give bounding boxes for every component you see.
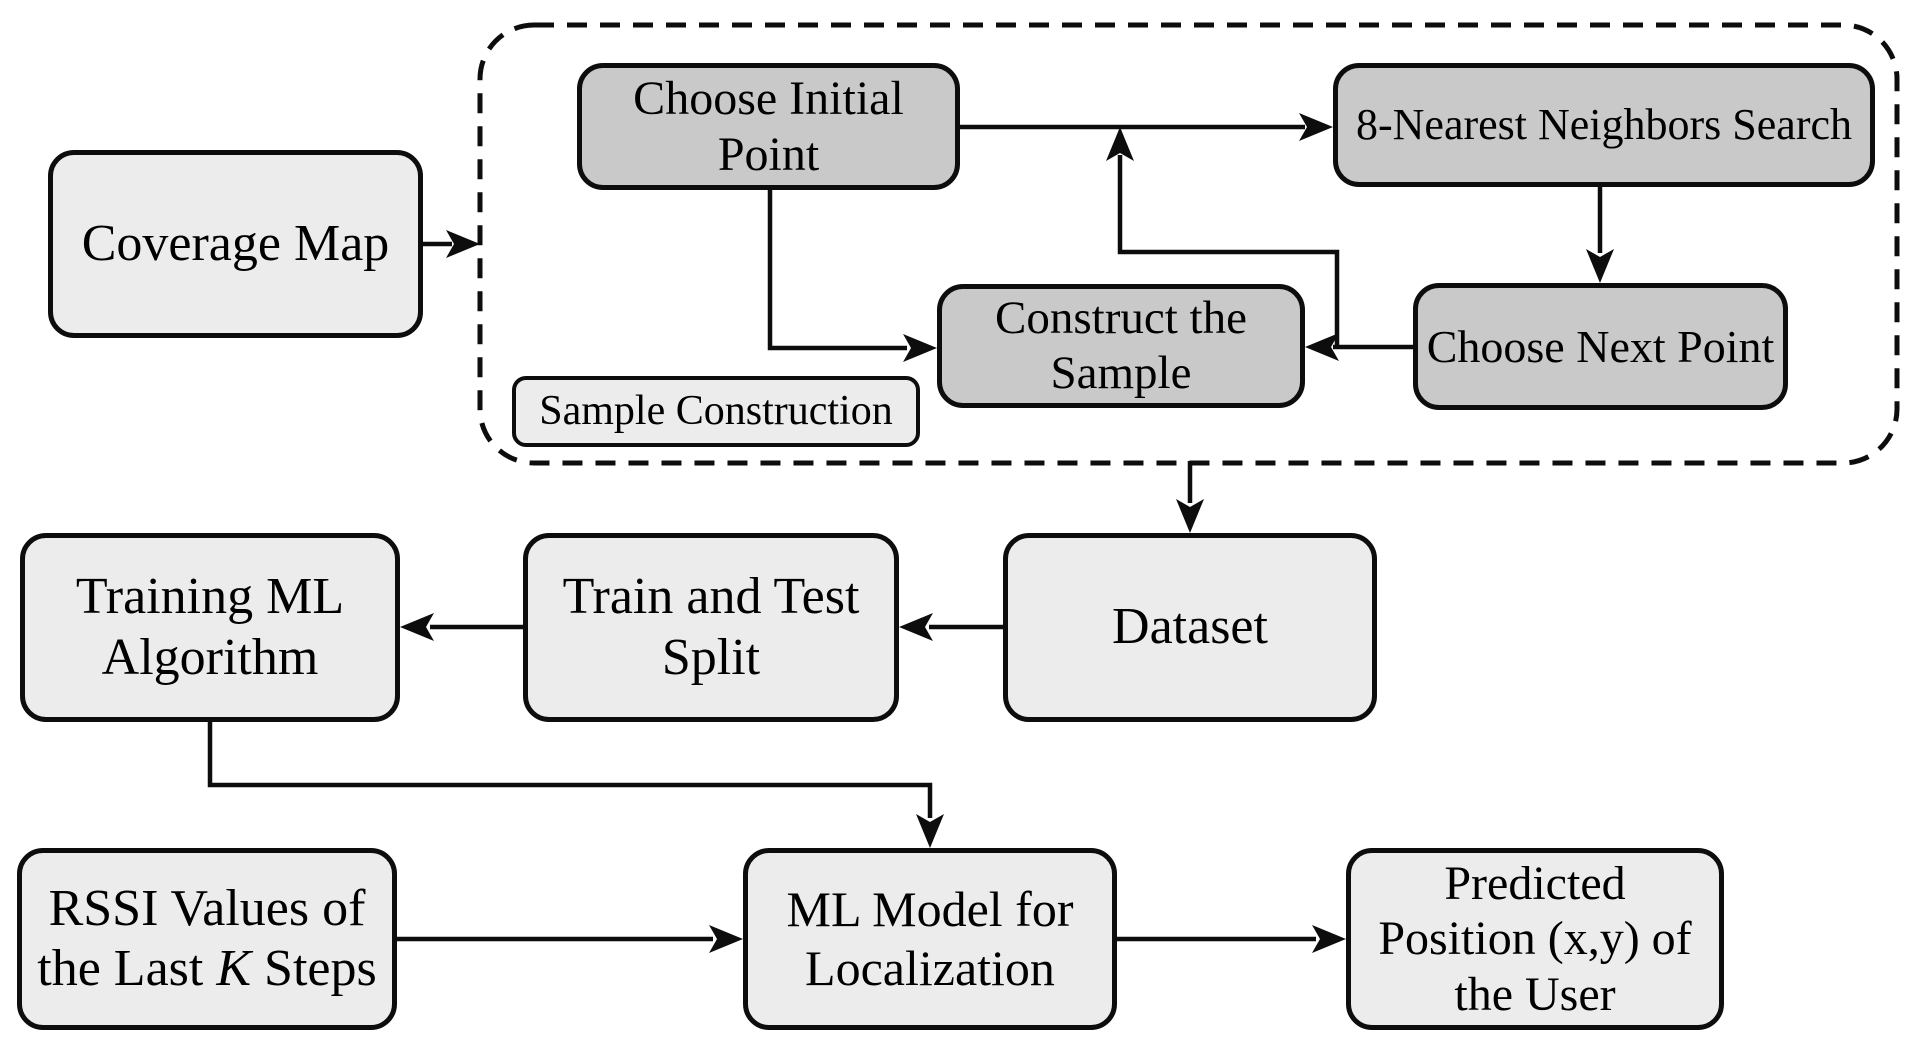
node-ml-model-for-localization: ML Model for Localization: [743, 848, 1117, 1030]
label-sample-construction: Sample Construction: [512, 376, 920, 447]
training-ml-algorithm-line2: Algorithm: [101, 628, 319, 686]
rssi-k-italic: K: [216, 940, 252, 997]
nearest-neighbors-search-label: 8-Nearest Neighbors Search: [1355, 100, 1853, 150]
predicted-position-line2: Position (x,y) of: [1378, 912, 1692, 966]
arrow-dataset-to-split: [899, 613, 1003, 641]
arrow-next-point-to-construct: [1305, 333, 1413, 361]
train-test-split-line1: Train and Test: [562, 568, 860, 626]
arrow-group-to-dataset: [1176, 461, 1204, 533]
arrow-split-to-training: [400, 613, 523, 641]
coverage-map-label: Coverage Map: [81, 214, 390, 272]
rssi-values-line1: RSSI Values of: [48, 880, 366, 938]
ml-model-line1: ML Model for: [786, 881, 1074, 937]
construct-the-sample-line1: Construct the: [995, 292, 1247, 345]
node-nearest-neighbors-search: 8-Nearest Neighbors Search: [1333, 63, 1875, 187]
construct-the-sample-line2: Sample: [1050, 347, 1192, 399]
node-rssi-values: RSSI Values of the Last K Steps: [17, 848, 397, 1030]
arrow-model-to-predicted: [1117, 925, 1346, 953]
predicted-position-line1: Predicted: [1444, 857, 1626, 911]
choose-next-point-label: Choose Next Point: [1426, 320, 1775, 372]
arrow-initial-to-nn-search: [960, 113, 1333, 141]
choose-initial-point-line2: Point: [717, 127, 820, 181]
node-training-ml-algorithm: Training ML Algorithm: [20, 533, 400, 722]
node-coverage-map: Coverage Map: [48, 150, 423, 338]
dataset-label: Dataset: [1112, 598, 1268, 656]
node-dataset: Dataset: [1003, 533, 1377, 722]
choose-initial-point-line1: Choose Initial: [633, 71, 904, 125]
arrow-nn-search-to-next-point: [1586, 187, 1614, 283]
node-train-test-split: Train and Test Split: [523, 533, 899, 722]
arrow-initial-to-construct: [767, 190, 937, 362]
node-predicted-position: Predicted Position (x,y) of the User: [1346, 848, 1724, 1030]
rssi-values-line2: the Last K Steps: [37, 939, 376, 999]
sample-construction-label: Sample Construction: [539, 388, 893, 435]
arrow-training-to-model: [207, 722, 944, 848]
predicted-position-line3: the User: [1454, 967, 1616, 1021]
rssi-line2-post: Steps: [251, 940, 377, 997]
train-test-split-line2: Split: [661, 628, 761, 686]
node-choose-initial-point: Choose Initial Point: [577, 63, 960, 190]
arrow-feedback-to-nn-search: [1106, 127, 1340, 347]
rssi-line2-pre: the Last: [37, 940, 217, 997]
node-choose-next-point: Choose Next Point: [1413, 283, 1788, 410]
ml-model-line2: Localization: [805, 940, 1055, 996]
training-ml-algorithm-line1: Training ML: [75, 568, 345, 626]
arrow-coverage-to-group: [423, 230, 480, 258]
arrow-rssi-to-model: [397, 925, 743, 953]
node-construct-the-sample: Construct the Sample: [937, 284, 1305, 408]
